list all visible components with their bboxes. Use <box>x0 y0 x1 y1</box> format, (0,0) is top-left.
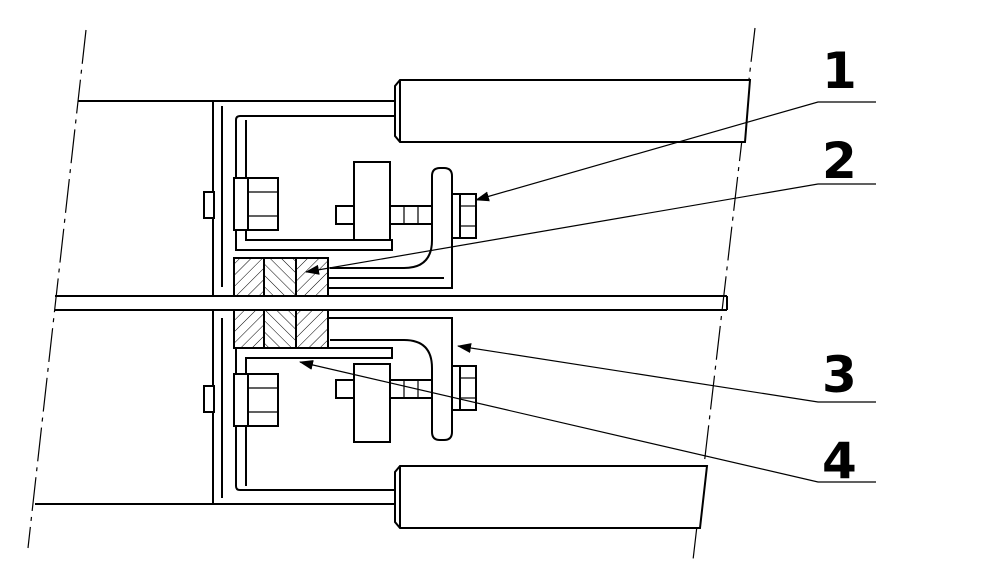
upper-bolts <box>203 161 477 241</box>
gaskets <box>233 257 329 349</box>
upper-beam <box>78 79 752 296</box>
leader-lines <box>299 101 876 483</box>
callout-1: 1 <box>822 42 857 100</box>
upper-clip-bracket <box>327 167 453 289</box>
callout-2: 2 <box>822 132 857 190</box>
callout-4: 4 <box>822 432 857 490</box>
break-lines <box>27 27 756 561</box>
lower-bolts <box>203 363 477 443</box>
lower-clip-bracket <box>328 317 453 441</box>
callout-3: 3 <box>822 346 857 404</box>
center-plates <box>55 295 728 311</box>
